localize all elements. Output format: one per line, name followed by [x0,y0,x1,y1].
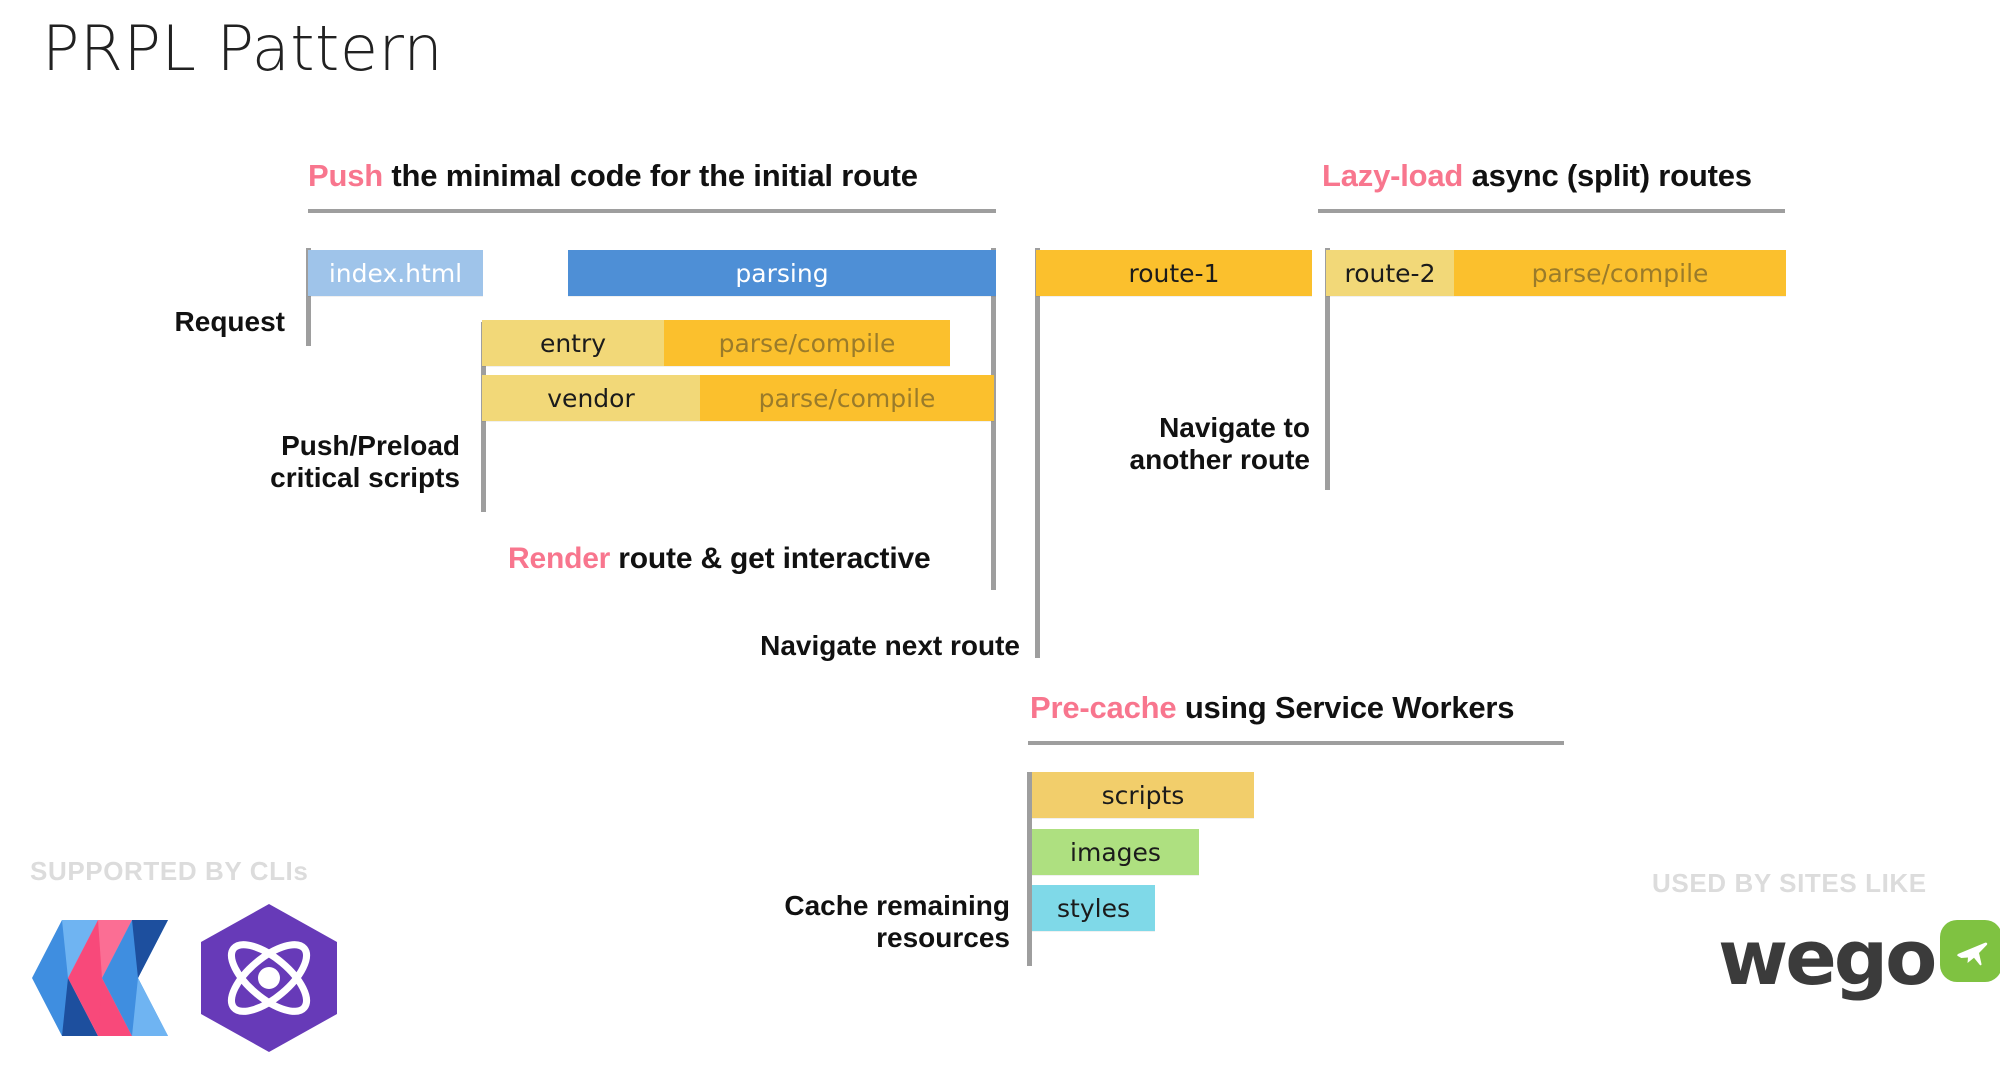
bar-scripts[interactable]: scripts [1032,772,1254,818]
wego-wordmark: wego [1718,913,1937,1002]
row-label-request: Request [174,306,285,337]
bar-segment-images: images [1032,829,1199,875]
section-keyword-push: Push [308,158,383,193]
bar-vendor[interactable]: vendor parse/compile [482,375,994,421]
bar-segment-entry: entry [482,320,664,366]
wego-badge [1940,920,2000,982]
bar-segment-scripts: scripts [1032,772,1254,818]
bar-segment-route-2-parse-compile: parse/compile [1454,250,1786,296]
row-label-navigate-another-route: Navigate to another route [1129,412,1310,475]
section-rest-push: the minimal code for the initial route [383,158,918,193]
bar-route-1[interactable]: route-1 [1036,250,1312,296]
footer-caption-supported-by: SUPPORTED BY CLIs [30,856,309,886]
tick-navigate-next [1035,248,1040,658]
wego-logo: wego [1718,920,2000,996]
section-heading-push: Push the minimal code for the initial ro… [308,158,918,194]
row-label-push-preload: Push/Preload critical scripts [270,430,460,493]
bar-styles[interactable]: styles [1032,885,1155,931]
tick-cache-remaining [1027,772,1032,966]
page-title: PRPL Pattern [42,12,444,85]
label-render-interactive: Render route & get interactive [508,542,931,576]
bar-entry[interactable]: entry parse/compile [482,320,950,366]
preact-logo [196,902,342,1054]
bar-index-html[interactable]: index.html [308,250,483,296]
bar-images[interactable]: images [1032,829,1199,875]
tick-navigate-another-route [1325,248,1330,490]
tick-request [306,248,311,346]
bar-route-2[interactable]: route-2 parse/compile [1326,250,1786,296]
bar-parsing[interactable]: parsing [568,250,996,296]
bar-segment-entry-parse-compile: parse/compile [664,320,950,366]
polymer-logo [32,912,172,1044]
bar-segment-vendor-parse-compile: parse/compile [700,375,994,421]
bar-segment-parsing: parsing [568,250,996,296]
label-navigate-next-route: Navigate next route [760,630,1020,661]
section-rest-lazy-load: async (split) routes [1463,158,1752,193]
section-keyword-lazy-load: Lazy-load [1322,158,1464,193]
bar-segment-route-2: route-2 [1326,250,1454,296]
section-rule-precache [1028,741,1564,745]
section-rule-push [308,209,996,213]
footer-caption-used-by: USED BY SITES LIKE [1652,868,1927,898]
render-rest: route & get interactive [610,542,931,575]
bar-segment-styles: styles [1032,885,1155,931]
section-rest-precache: using Service Workers [1176,690,1515,725]
bar-segment-route-1: route-1 [1036,250,1312,296]
render-keyword: Render [508,542,611,575]
row-label-cache-remaining: Cache remaining resources [784,890,1010,953]
section-keyword-precache: Pre-cache [1030,690,1177,725]
section-rule-lazy-load [1318,209,1785,213]
airplane-icon [1957,942,1988,966]
section-heading-precache: Pre-cache using Service Workers [1030,690,1515,726]
section-heading-lazy-load: Lazy-load async (split) routes [1322,158,1752,194]
bar-segment-vendor: vendor [482,375,700,421]
bar-segment-index-html: index.html [308,250,483,296]
